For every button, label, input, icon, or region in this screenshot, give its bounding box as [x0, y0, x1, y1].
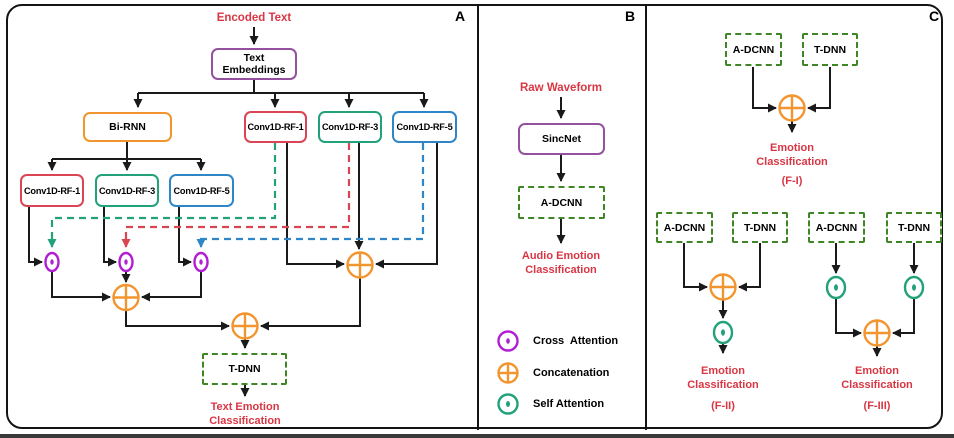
- legend-cross-attention-label: Cross Attention: [533, 335, 619, 347]
- f1-a-dcnn-box: A-DCNN: [725, 33, 782, 66]
- f2-t-dnn-box: T-DNN: [732, 212, 788, 243]
- conv1d-rf3-top-box: Conv1D-RF-3: [318, 111, 382, 143]
- panel-a-connectors: [28, 27, 438, 397]
- audio-emotion-classification-label: Audio Emotion Classification: [521, 250, 601, 276]
- f3-emotion-classification-label: Emotion Classification: [841, 365, 913, 391]
- f1-t-dnn-box: T-DNN: [802, 33, 858, 66]
- concatenation-icon: [709, 273, 737, 301]
- encoded-text-label: Encoded Text: [216, 12, 292, 24]
- panel-b-label: B: [624, 8, 636, 24]
- panel-c-connectors: [683, 67, 919, 357]
- self-attention-icon: [825, 275, 847, 300]
- legend-concatenation-label: Concatenation: [533, 367, 610, 379]
- concatenation-icon: [231, 312, 259, 340]
- conv1d-rf5-top-box: Conv1D-RF-5: [392, 111, 457, 143]
- raw-waveform-label: Raw Waveform: [519, 82, 602, 94]
- f3-caption: (F-III): [863, 400, 891, 412]
- bi-rnn-box: Bi-RNN: [83, 112, 172, 142]
- f1-emotion-classification-label: Emotion Classification: [756, 142, 828, 168]
- cross-attention-icon: [44, 251, 60, 273]
- text-embeddings-box: Text Embeddings: [211, 48, 297, 80]
- panel-a-label: A: [454, 8, 466, 24]
- conv1d-rf1-top-box: Conv1D-RF-1: [244, 111, 307, 143]
- panel-c-label: C: [928, 8, 940, 24]
- f2-emotion-classification-label: Emotion Classification: [687, 365, 759, 391]
- self-attention-icon: [497, 393, 519, 415]
- panel-divider-ab: [477, 5, 479, 430]
- cross-attention-icon: [118, 251, 134, 273]
- text-emotion-classification-label: Text Emotion Classification: [209, 401, 281, 427]
- concatenation-icon: [497, 362, 519, 384]
- cross-attention-icon: [193, 251, 209, 273]
- bottom-edge: [0, 434, 954, 438]
- conv1d-rf1-rnn-box: Conv1D-RF-1: [20, 174, 84, 207]
- sincnet-box: SincNet: [518, 123, 605, 155]
- a-dcnn-box: A-DCNN: [518, 186, 605, 219]
- t-dnn-box: T-DNN: [202, 353, 287, 385]
- concatenation-icon: [346, 251, 374, 279]
- conv1d-rf3-rnn-box: Conv1D-RF-3: [95, 174, 159, 207]
- f3-a-dcnn-box: A-DCNN: [808, 212, 865, 243]
- f3-t-dnn-box: T-DNN: [886, 212, 942, 243]
- panel-divider-bc: [645, 5, 647, 430]
- figure-border: [6, 4, 943, 429]
- panel-a-dashed-connectors: [47, 143, 425, 248]
- concatenation-icon: [778, 94, 806, 122]
- conv1d-rf5-rnn-box: Conv1D-RF-5: [169, 174, 234, 207]
- cross-attention-icon: [497, 330, 519, 352]
- self-attention-icon: [712, 320, 734, 345]
- concatenation-icon: [112, 283, 140, 312]
- concatenation-icon: [863, 319, 891, 347]
- self-attention-icon: [903, 275, 925, 300]
- f2-caption: (F-II): [711, 400, 735, 412]
- legend-self-attention-label: Self Attention: [533, 398, 605, 410]
- f2-a-dcnn-box: A-DCNN: [656, 212, 713, 243]
- f1-caption: (F-I): [781, 175, 803, 187]
